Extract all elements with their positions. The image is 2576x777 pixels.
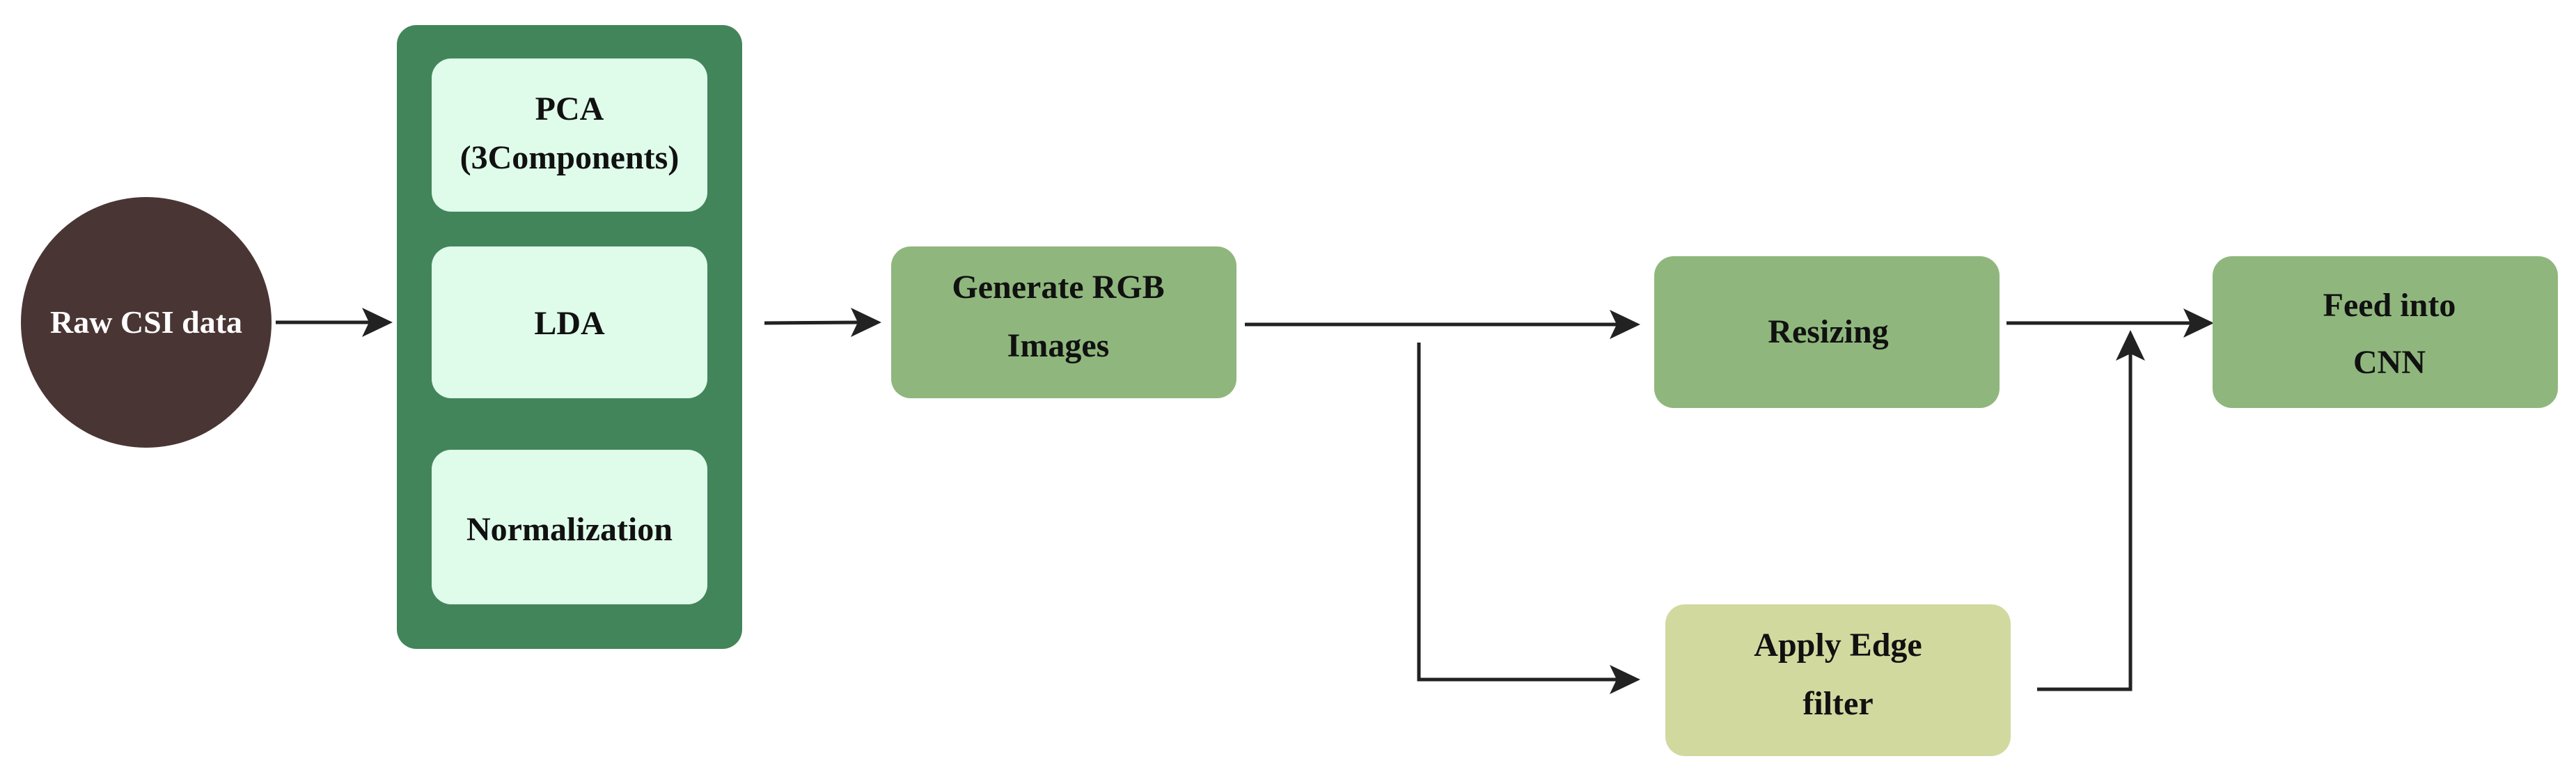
edge-filter-box: [1665, 604, 2011, 756]
edge-filter-label-line1: Apply Edge: [1754, 627, 1922, 664]
normalization-label: Normalization: [466, 511, 673, 548]
pca-components-label: (3Components): [460, 139, 680, 176]
feed-into-cnn-label-line1: Feed into: [2323, 287, 2456, 324]
arrow-edge-filter-to-merge: [2037, 330, 2145, 691]
generate-rgb-box: [891, 246, 1236, 398]
pca-box: [432, 58, 707, 212]
arrow-source-to-preprocessing: [276, 308, 393, 337]
generate-rgb-node: Generate RGB Images: [891, 246, 1236, 398]
lda-label: LDA: [534, 305, 605, 342]
normalization-box: [432, 450, 707, 604]
resizing-label: Resizing: [1768, 313, 1888, 350]
pca-step: PCA (3Components): [432, 58, 707, 212]
edge-filter-label-line2: filter: [1803, 685, 1873, 722]
raw-csi-data-node: Raw CSI data: [21, 197, 272, 448]
pca-label: PCA: [535, 91, 604, 127]
feed-into-cnn-node: Feed into CNN: [2213, 256, 2558, 408]
feed-into-cnn-label-line2: CNN: [2353, 344, 2426, 381]
raw-csi-data-label: Raw CSI data: [50, 304, 242, 340]
edge-filter-node: Apply Edge filter: [1665, 604, 2011, 756]
lda-box: [432, 246, 707, 398]
arrow-resizing-to-cnn: [2006, 308, 2214, 338]
raw-csi-data-circle: [21, 197, 272, 448]
arrow-generate-to-resizing: [1245, 310, 1640, 339]
preprocessing-group: PCA (3Components) LDA Normalization: [397, 25, 742, 649]
resizing-node: Resizing: [1654, 256, 2000, 408]
normalization-step: Normalization: [432, 450, 707, 604]
feed-into-cnn-box: [2213, 256, 2558, 408]
arrow-branch-to-edge-filter: [1417, 343, 1640, 694]
generate-rgb-label-line2: Images: [1007, 327, 1110, 364]
arrow-preprocessing-to-generate: [764, 308, 881, 337]
lda-step: LDA: [432, 246, 707, 398]
resizing-box: [1654, 256, 2000, 408]
generate-rgb-label-line1: Generate RGB: [952, 269, 1164, 306]
